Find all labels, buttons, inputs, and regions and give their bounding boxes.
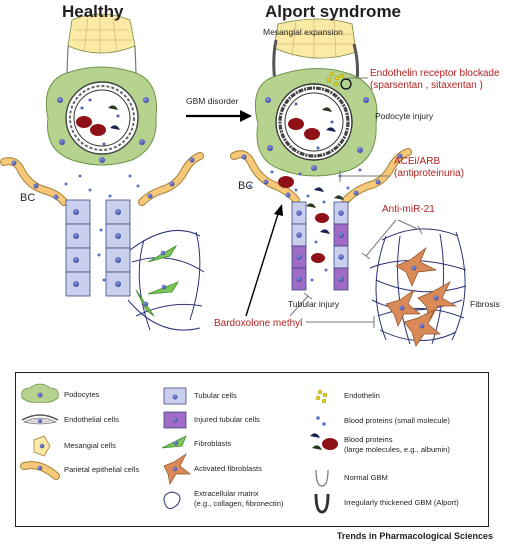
legend-fibroblasts: Fibroblasts xyxy=(194,439,232,448)
bc-right-label: BC xyxy=(238,180,254,192)
legend-ecm-examples: (e.g., collagen, fibronectin) xyxy=(194,499,284,508)
antiproteinuria-label: (antiproteinuria) xyxy=(394,168,465,179)
legend-tubular: Tubular cells xyxy=(194,391,237,400)
legend-mesangial: Mesangial cells xyxy=(64,441,116,450)
healthy-title: Healthy xyxy=(62,2,124,21)
gbm-disorder-arrow xyxy=(186,110,252,122)
endothelin-drugs-label: (sparsentan , sitaxentan ) xyxy=(370,80,483,91)
acei-arb-label: ACEi/ARB xyxy=(394,156,441,167)
fibrosis-label: Fibrosis xyxy=(470,299,500,309)
tubular-injury-label: Tubular injury xyxy=(288,299,340,309)
endothelin-blockade-label: Endothelin receptor blockade xyxy=(370,68,500,79)
legend-endothelial: Endothelial cells xyxy=(64,415,119,424)
podocyte-injury-label: Podocyte injury xyxy=(375,111,434,121)
healthy-tubule xyxy=(65,199,131,297)
alport-glomerulus xyxy=(254,16,378,177)
healthy-interstitium xyxy=(127,229,205,331)
mesangial-expansion-label: Mesangial expansion xyxy=(263,27,343,37)
alport-parietal-cells xyxy=(230,148,412,204)
legend-normal-gbm: Normal GBM xyxy=(344,473,388,482)
legend-activated-fibroblasts: Activated fibroblasts xyxy=(194,464,262,473)
bardoxolone-arrow xyxy=(245,204,283,317)
legend-irregular-gbm: Irregularly thickened GBM (Alport) xyxy=(344,498,459,507)
legend-icons xyxy=(20,383,338,514)
bardoxolone-label: Bardoxolone methyl xyxy=(214,318,303,329)
legend-endothelin: Endothelin xyxy=(344,391,380,400)
legend-parietal: Parietal epithelial cells xyxy=(64,465,140,474)
footer-source: Trends in Pharmacological Sciences xyxy=(336,531,493,541)
alport-title: Alport syndrome xyxy=(265,2,402,21)
anti-mir21-label: Anti-miR-21 xyxy=(382,204,435,215)
therapy-lines xyxy=(289,77,423,328)
healthy-glomerulus xyxy=(45,13,158,166)
alport-leaked-proteins xyxy=(248,168,362,282)
legend-podocytes: Podocytes xyxy=(64,390,100,399)
legend-large-proteins: Blood proteins xyxy=(344,435,393,444)
alport-tubule xyxy=(291,201,349,291)
legend-injured-tubular: Injured tubular cells xyxy=(194,415,260,424)
legend-small-proteins: Blood proteins (small molecule) xyxy=(344,416,450,425)
legend-ecm: Extracellular matrix xyxy=(194,489,259,498)
alport-fibrosis xyxy=(369,228,467,347)
healthy-parietal-cells xyxy=(0,152,204,206)
gbm-disorder-label: GBM disorder xyxy=(186,96,239,106)
legend-large-proteins-examples: (large molecules, e.g., albumin) xyxy=(344,445,450,454)
bc-left-label: BC xyxy=(20,192,36,204)
legend-box xyxy=(15,372,489,527)
